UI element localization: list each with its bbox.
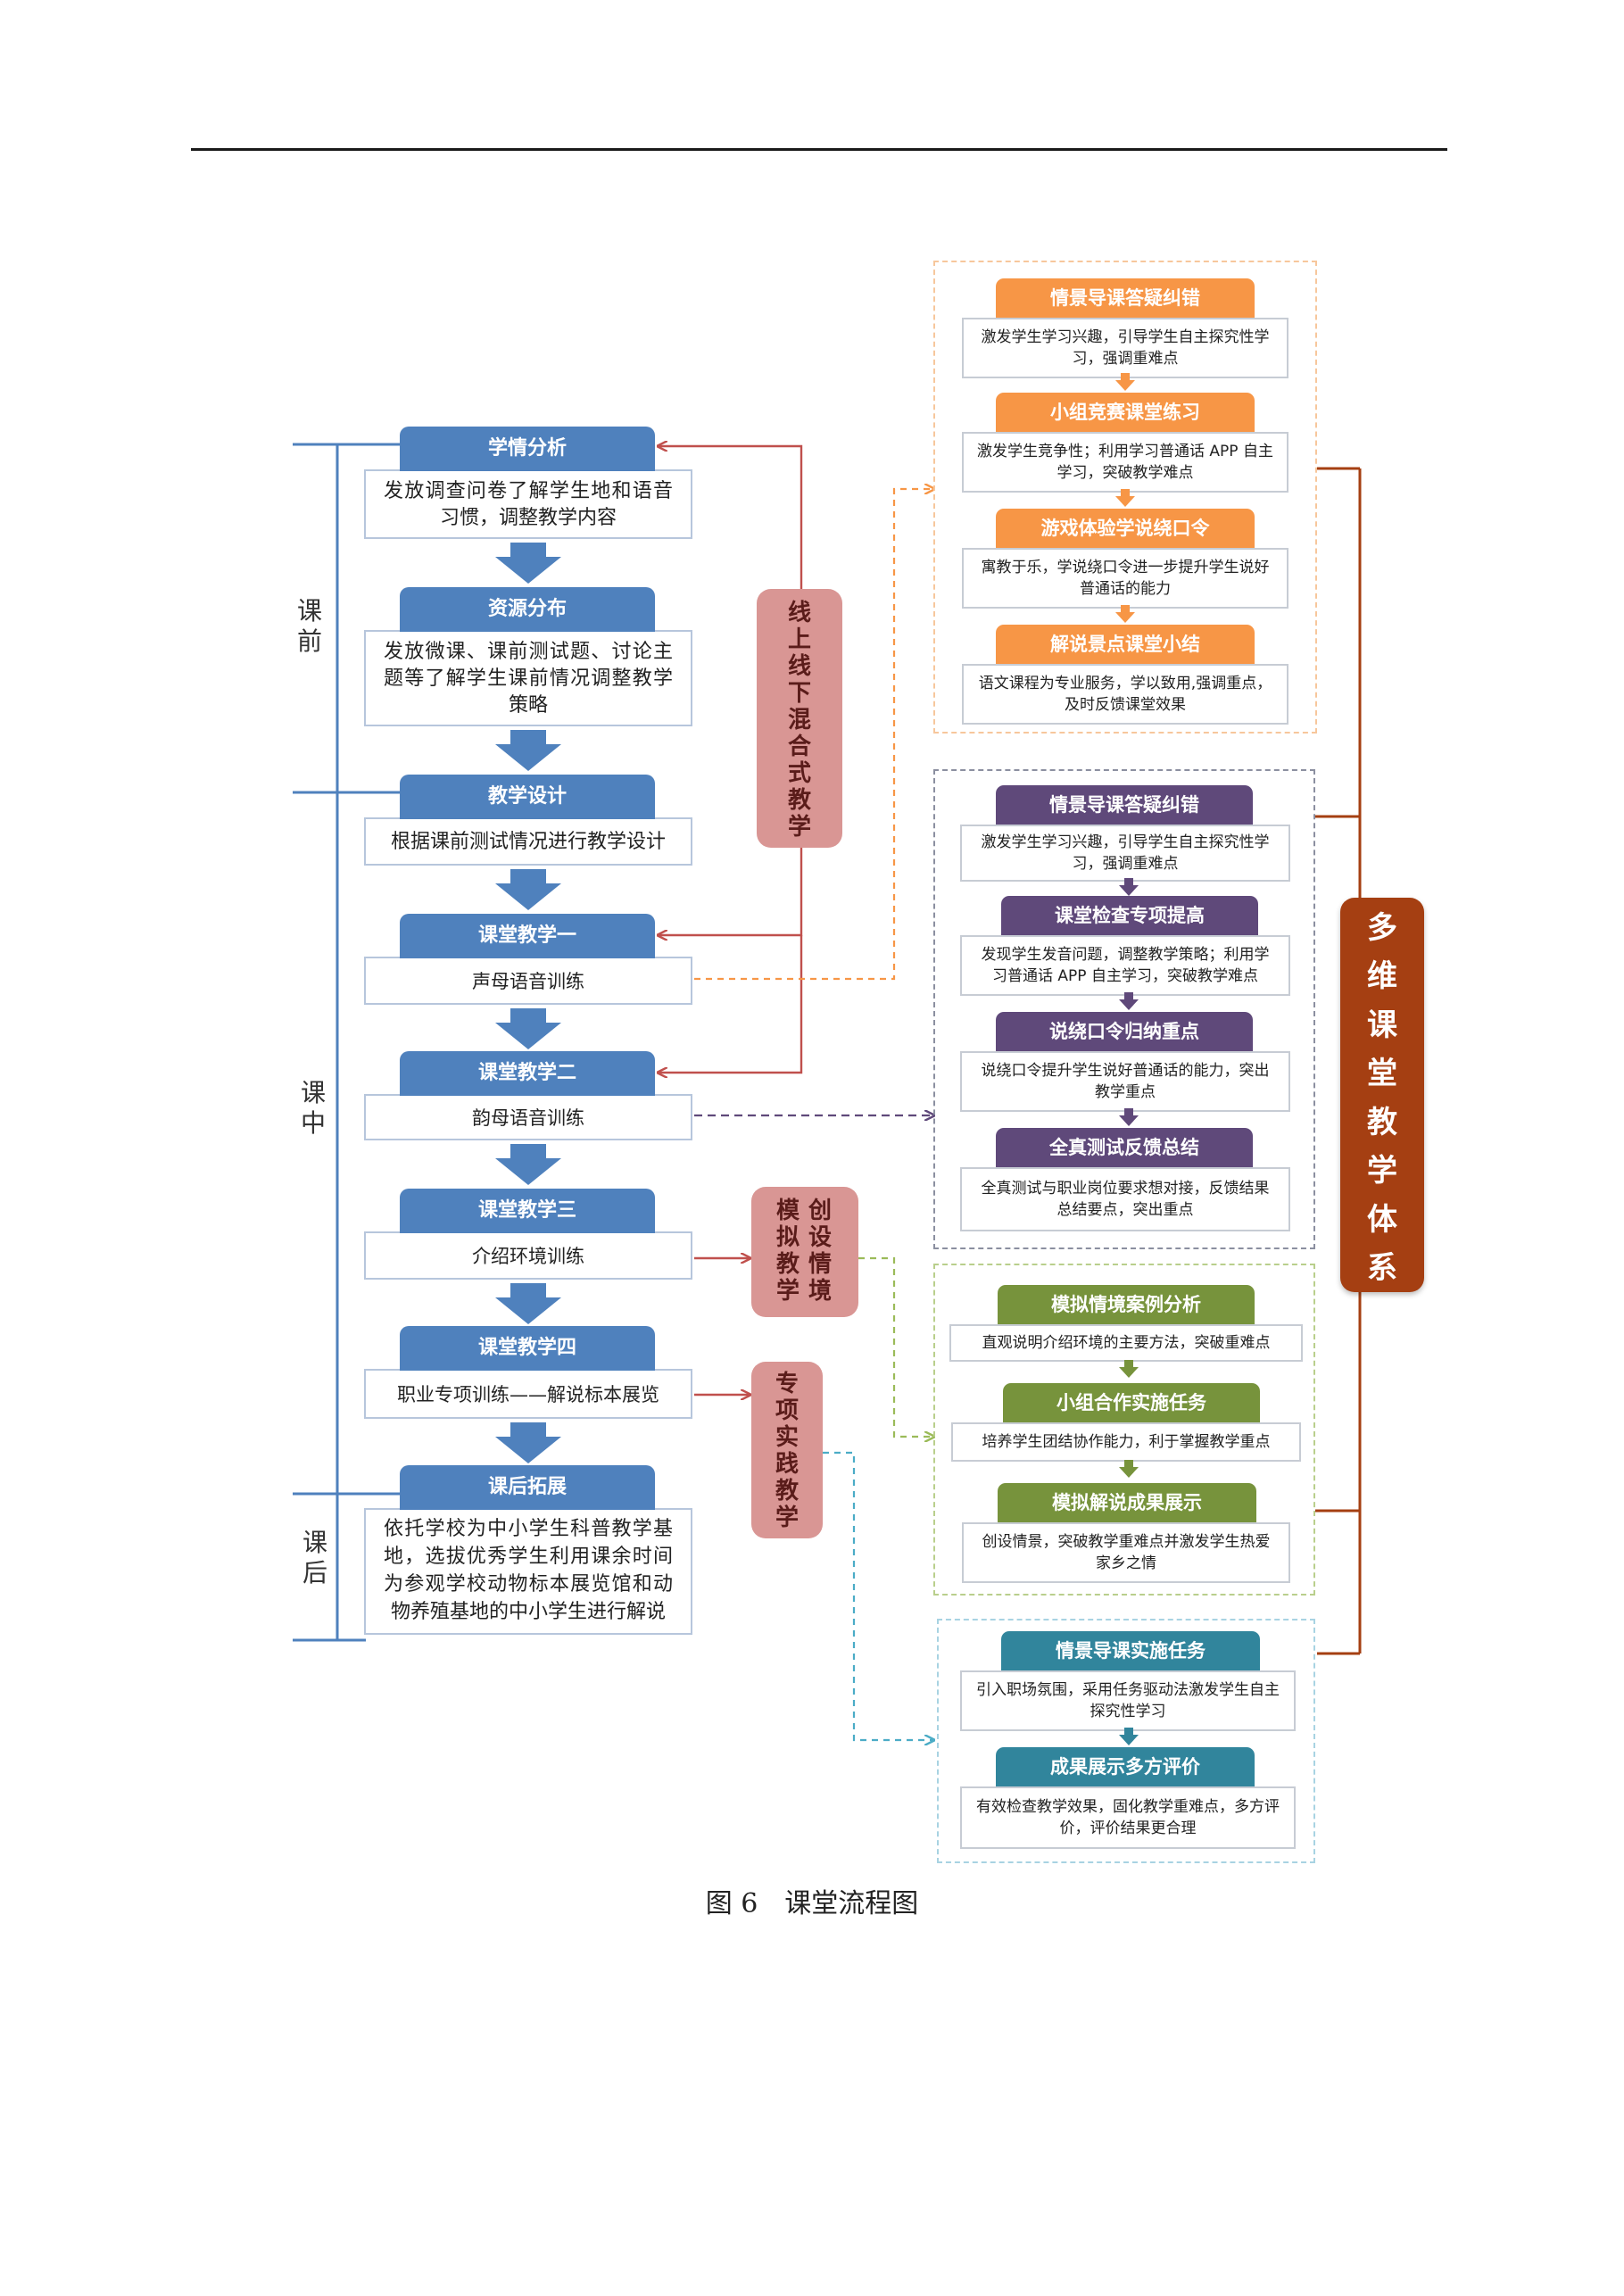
system-label-char: 体	[1367, 1201, 1397, 1238]
step-title-after-class: 课后拓展	[400, 1465, 655, 1510]
down-arrow-icon	[1119, 878, 1139, 896]
purple-item-1-desc: 激发学生学习兴趣，引导学生自主探究性学习，强调重难点	[960, 825, 1290, 882]
green-item-1-desc: 直观说明介绍环境的主要方法，突破重难点	[949, 1324, 1303, 1362]
green-item-2-title: 小组合作实施任务	[1003, 1383, 1260, 1422]
purple-item-3-title: 说绕口令归纳重点	[996, 1012, 1253, 1051]
system-label-char: 教	[1367, 1104, 1397, 1140]
system-label-char: 系	[1367, 1250, 1397, 1287]
down-arrow-icon	[495, 1422, 561, 1463]
group-purple	[933, 769, 1315, 1249]
down-arrow-icon	[1119, 1460, 1139, 1478]
step-title-class-three: 课堂教学三	[400, 1189, 655, 1233]
step-title-teaching-design: 教学设计	[400, 775, 655, 819]
step-desc-class-one: 声母语音训练	[364, 957, 692, 1005]
down-arrow-icon	[495, 1144, 561, 1185]
down-arrow-icon	[1115, 489, 1135, 507]
purple-item-4-desc: 全真测试与职业岗位要求想对接，反馈结果总结要点，突出重点	[960, 1167, 1290, 1231]
purple-item-4-title: 全真测试反馈总结	[996, 1128, 1253, 1167]
down-arrow-icon	[1115, 373, 1135, 391]
orange-item-3-title: 游戏体验学说绕口令	[996, 509, 1255, 548]
teal-item-1-title: 情景导课实施任务	[1001, 1631, 1260, 1670]
system-label-char: 堂	[1367, 1056, 1397, 1092]
down-arrow-icon	[495, 730, 561, 771]
phase-label-during: 课中	[300, 1078, 326, 1138]
orange-item-1-title: 情景导课答疑纠错	[996, 278, 1255, 318]
purple-item-2-desc: 发现学生发音问题，调整教学策略；利用学习普通话 APP 自主学习，突破教学难点	[960, 935, 1290, 996]
down-arrow-icon	[1119, 1360, 1139, 1378]
teal-item-1-desc: 引入职场氛围，采用任务驱动法激发学生自主探究性学习	[960, 1670, 1296, 1731]
step-desc-class-four: 职业专项训练——解说标本展览	[364, 1369, 692, 1419]
orange-item-2-desc: 激发学生竞争性；利用学习普通话 APP 自主学习，突破教学难点	[962, 432, 1288, 493]
system-label-char: 维	[1367, 958, 1397, 995]
teal-item-2-title: 成果展示多方评价	[996, 1747, 1255, 1786]
down-arrow-icon	[495, 869, 561, 910]
purple-item-3-desc: 说绕口令提升学生说好普通话的能力，突出教学重点	[960, 1051, 1290, 1112]
mode-simulation-line1: 模拟教学	[775, 1198, 800, 1305]
top-rule	[191, 148, 1447, 151]
system-label-char: 学	[1367, 1153, 1397, 1189]
mode-simulation-line2: 创设情境	[808, 1198, 832, 1305]
step-title-class-four: 课堂教学四	[400, 1326, 655, 1371]
phase-label-after: 课后	[302, 1528, 327, 1587]
step-title-resource-distribution: 资源分布	[400, 587, 655, 632]
mode-online-offline: 线上线下混合式教学	[757, 589, 842, 848]
step-title-class-one: 课堂教学一	[400, 914, 655, 958]
figure-caption: 图 6 课堂流程图	[705, 1888, 919, 1919]
mode-online-offline-text: 线上线下混合式教学	[787, 600, 811, 841]
purple-item-2-title: 课堂检查专项提高	[1001, 896, 1258, 935]
down-arrow-icon	[1119, 1108, 1139, 1126]
down-arrow-icon	[1119, 992, 1139, 1010]
step-title-class-two: 课堂教学二	[400, 1051, 655, 1096]
system-label: 多维课堂教学体系	[1340, 898, 1424, 1292]
step-title-learning-analysis: 学情分析	[400, 427, 655, 471]
step-desc-after-class: 依托学校为中小学生科普教学基地，选拔优秀学生利用课余时间为参观学校动物标本展览馆…	[364, 1508, 692, 1635]
orange-item-1-desc: 激发学生学习兴趣，引导学生自主探究性学习，强调重难点	[962, 318, 1288, 378]
orange-item-4-title: 解说景点课堂小结	[996, 625, 1255, 664]
down-arrow-icon	[495, 543, 561, 584]
step-desc-class-two: 韵母语音训练	[364, 1094, 692, 1140]
step-desc-learning-analysis: 发放调查问卷了解学生地和语音习惯，调整教学内容	[364, 469, 692, 539]
purple-item-1-title: 情景导课答疑纠错	[996, 785, 1253, 825]
step-desc-class-three: 介绍环境训练	[364, 1231, 692, 1280]
mode-simulation: 模拟教学 创设情境	[751, 1187, 858, 1317]
down-arrow-icon	[495, 1283, 561, 1324]
green-item-1-title: 模拟情境案例分析	[998, 1285, 1255, 1324]
step-desc-resource-distribution: 发放微课、课前测试题、讨论主题等了解学生课前情况调整教学策略	[364, 630, 692, 726]
system-label-char: 多	[1367, 909, 1397, 946]
phase-label-before: 课前	[296, 596, 322, 656]
mode-practice-text: 专项实践教学	[775, 1371, 799, 1531]
green-item-3-title: 模拟解说成果展示	[998, 1483, 1256, 1522]
group-green	[933, 1264, 1315, 1596]
group-teal	[937, 1619, 1315, 1863]
group-orange	[933, 261, 1317, 734]
step-desc-teaching-design: 根据课前测试情况进行教学设计	[364, 817, 692, 866]
system-label-char: 课	[1367, 1007, 1397, 1043]
down-arrow-icon	[1115, 605, 1135, 623]
orange-item-2-title: 小组竞赛课堂练习	[996, 393, 1255, 432]
orange-item-3-desc: 寓教于乐，学说绕口令进一步提升学生说好普通话的能力	[962, 548, 1288, 609]
mode-practice: 专项实践教学	[751, 1362, 823, 1538]
down-arrow-icon	[495, 1008, 561, 1049]
green-item-2-desc: 培养学生团结协作能力，利于掌握教学重点	[951, 1422, 1301, 1462]
down-arrow-icon	[1119, 1728, 1139, 1745]
teal-item-2-desc: 有效检查教学效果，固化教学重难点，多方评价，评价结果更合理	[960, 1786, 1296, 1849]
green-item-3-desc: 创设情景，突破教学重难点并激发学生热爱家乡之情	[962, 1522, 1290, 1583]
orange-item-4-desc: 语文课程为专业服务，学以致用,强调重点，及时反馈课堂效果	[962, 664, 1288, 725]
